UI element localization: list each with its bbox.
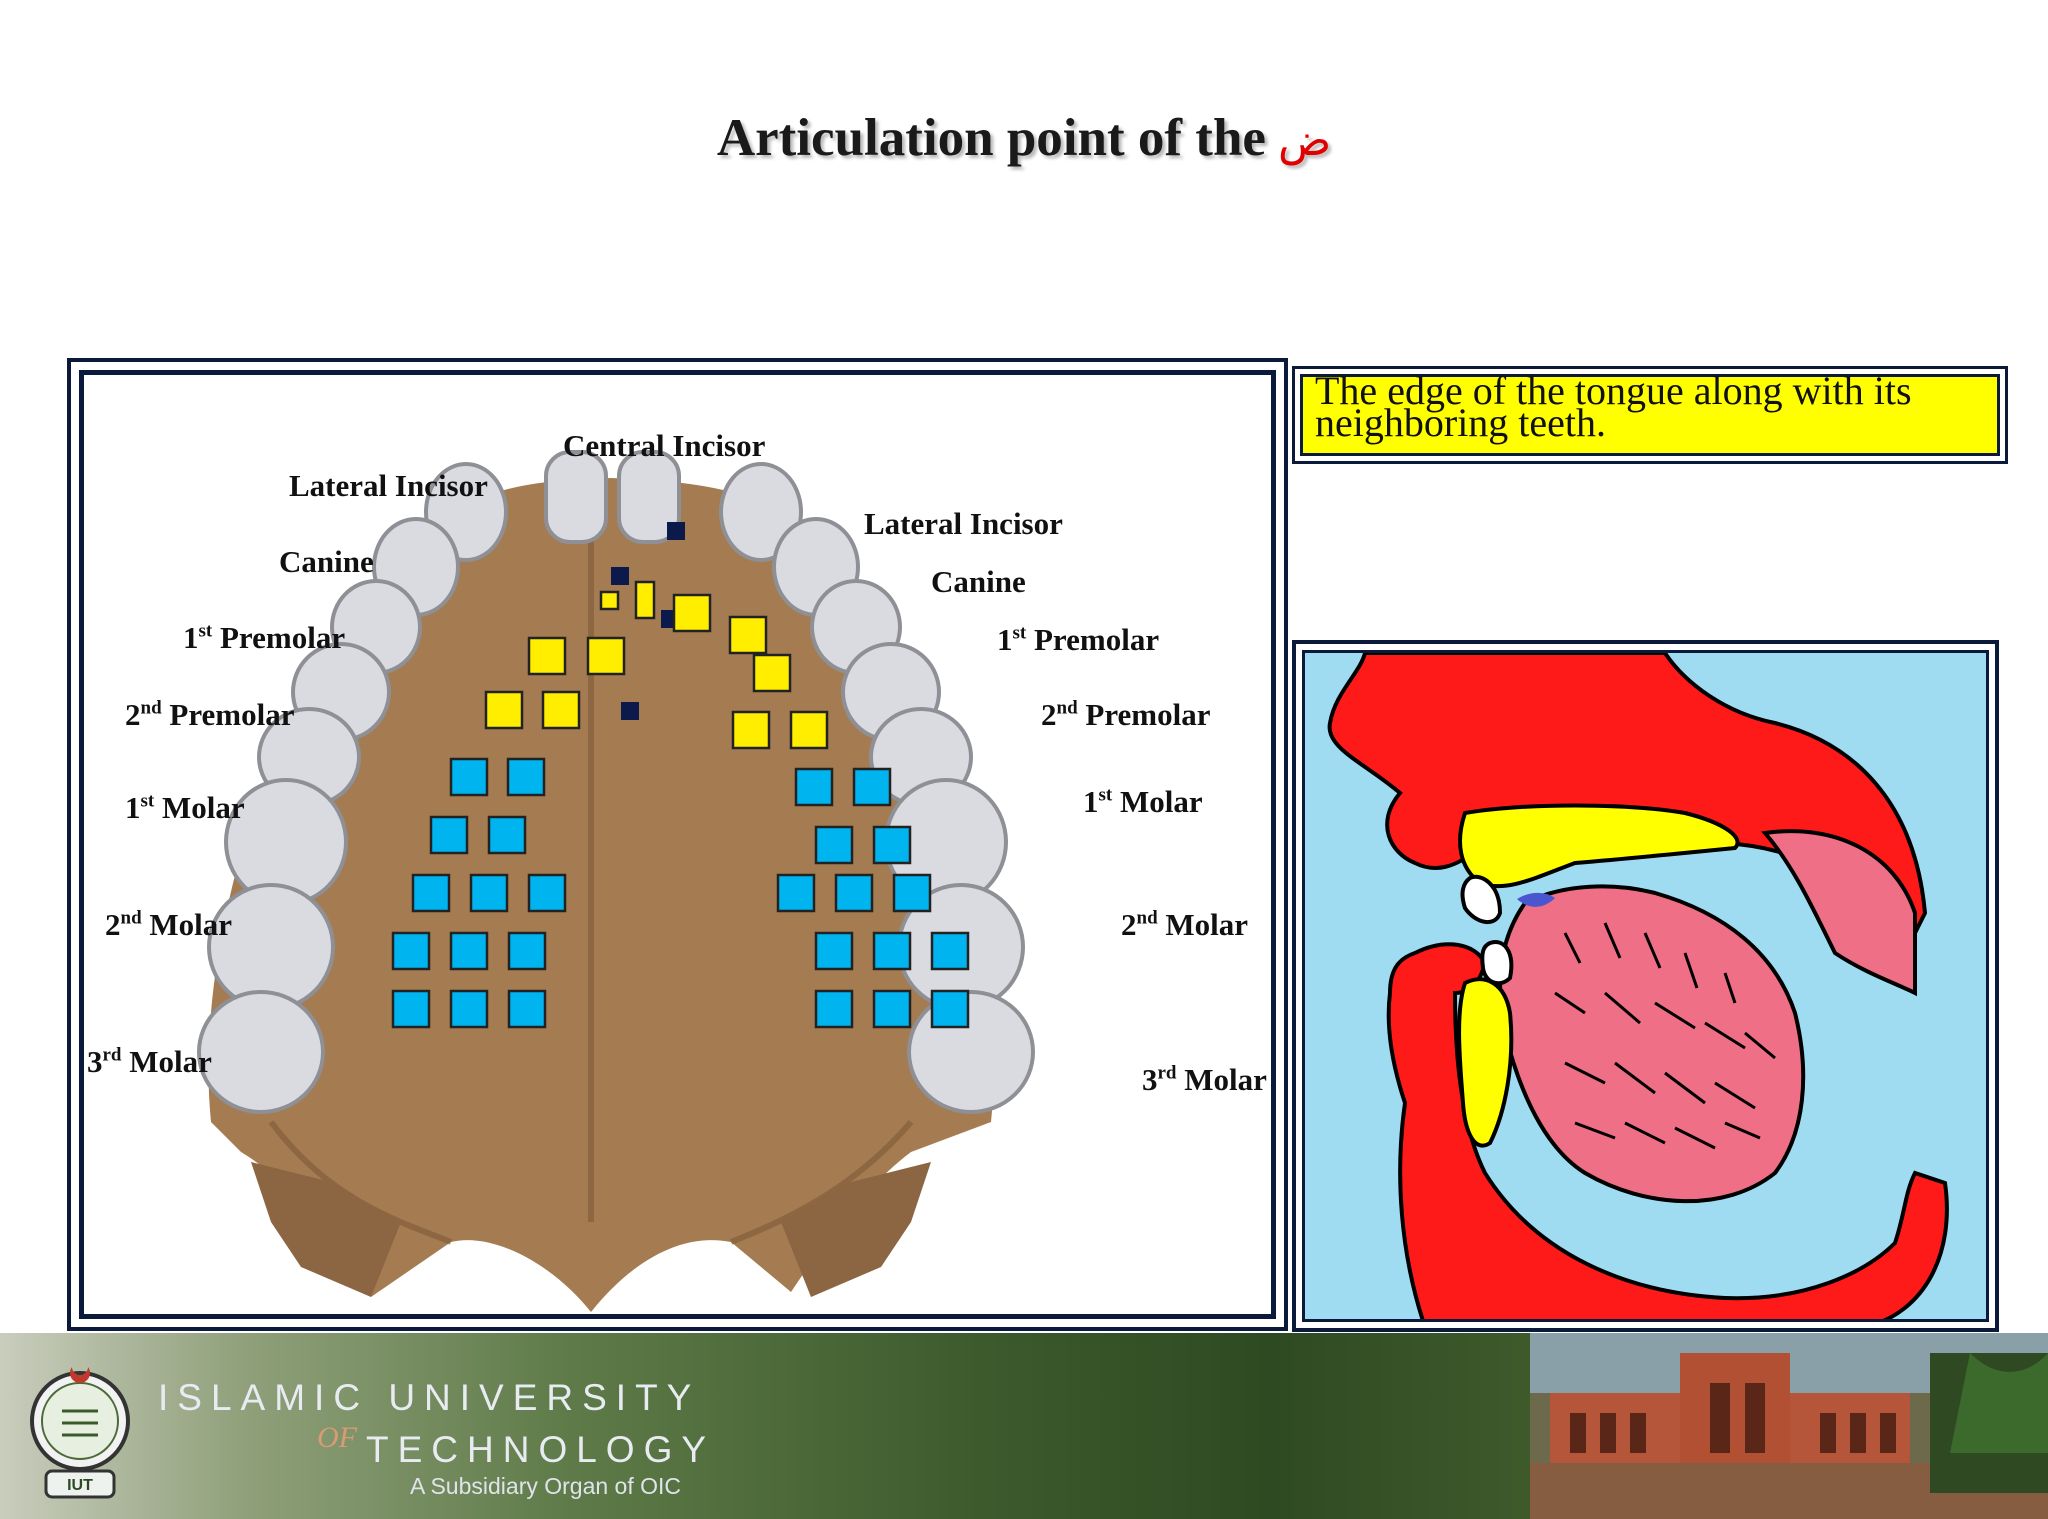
lower-jaw-and-lip — [1386, 942, 1949, 1319]
tooth-name: Molar — [1184, 1062, 1267, 1097]
footer-of: OF — [317, 1421, 357, 1454]
palate-bone — [208, 478, 995, 1312]
footer-university-line2: TECHNOLOGY — [366, 1429, 716, 1470]
tooth-name: Premolar — [219, 620, 346, 655]
ordinal: 3 — [87, 1044, 103, 1079]
ordinal-suffix: st — [1098, 784, 1113, 806]
ordinal-suffix: rd — [102, 1044, 122, 1066]
upper-incisor — [1460, 874, 1503, 924]
tooth-name: Premolar — [1085, 697, 1211, 732]
teeth-left-arch — [197, 462, 508, 1114]
ordinal: 1 — [125, 790, 141, 825]
label-1st-molar-left: 1st Molar — [125, 790, 245, 826]
label-2nd-molar-right: 2nd Molar — [1121, 907, 1248, 943]
palate-illustration — [197, 450, 1035, 1312]
palate-figure-frame: Central Incisor Lateral Incisor Lateral … — [67, 358, 1288, 1331]
tongue-muscle-lines — [1554, 922, 1776, 1150]
caption-text: The edge of the tongue along with its ne… — [1315, 368, 1912, 445]
ordinal-suffix: nd — [1056, 697, 1078, 719]
mouth-cross-section-illustration — [1305, 653, 1986, 1319]
footer-subsidiary-line: A Subsidiary Organ of OIC — [410, 1473, 682, 1499]
label-1st-premolar-right: 1st Premolar — [997, 622, 1159, 658]
label-lateral-incisor-right: Lateral Incisor — [864, 506, 1063, 541]
lower-gum — [1457, 977, 1514, 1148]
ordinal: 3 — [1142, 1062, 1158, 1097]
ordinal-suffix: st — [140, 790, 155, 812]
label-2nd-molar-left: 2nd Molar — [105, 907, 232, 943]
label-canine-right: Canine — [931, 564, 1026, 599]
label-lateral-incisor-left: Lateral Incisor — [289, 468, 488, 503]
ordinal-suffix: nd — [1136, 907, 1158, 929]
ordinal-suffix: nd — [120, 907, 142, 929]
tooth-name: Molar — [149, 907, 233, 942]
blue-markers-right — [776, 767, 970, 1029]
yellow-markers — [484, 580, 829, 750]
palate-bone-wing-left — [251, 1162, 401, 1297]
ordinal-suffix: st — [1012, 622, 1027, 644]
palate-figure-inner-border — [79, 370, 1276, 1319]
ordinal: 2 — [1041, 697, 1057, 732]
label-1st-molar-right: 1st Molar — [1083, 784, 1203, 820]
campus-photo — [1530, 1333, 2048, 1519]
ordinal-suffix: nd — [140, 697, 162, 719]
lower-incisor — [1480, 940, 1514, 986]
tooth-name: Molar — [161, 790, 245, 825]
tooth-name: Premolar — [1033, 622, 1160, 657]
label-3rd-molar-left: 3rd Molar — [87, 1044, 212, 1080]
title-arabic-letter: ض — [1277, 115, 1332, 166]
label-central-incisor: Central Incisor — [563, 428, 766, 463]
iut-logo: IUT — [30, 1367, 130, 1499]
ordinal: 1 — [997, 622, 1013, 657]
title-text: Articulation point of the — [716, 109, 1266, 167]
logo-badge-text: IUT — [67, 1477, 93, 1494]
footer-university-line1: ISLAMIC UNIVERSITY — [158, 1377, 701, 1418]
label-canine-left: Canine — [279, 544, 374, 579]
label-2nd-premolar-left: 2nd Premolar — [125, 697, 294, 733]
tooth-name: Molar — [129, 1044, 212, 1079]
tooth-name: Premolar — [169, 697, 295, 732]
mouth-diagram-frame — [1292, 640, 1999, 1332]
tooth-name: Molar — [1119, 784, 1203, 819]
palate-bone-wing-right — [781, 1162, 931, 1297]
ordinal: 2 — [105, 907, 121, 942]
soft-palate — [1761, 829, 1917, 997]
mouth-diagram-inner-border — [1302, 650, 1989, 1322]
ordinal-suffix: st — [198, 620, 213, 642]
ordinal: 1 — [183, 620, 199, 655]
tongue-tip-contact — [1517, 892, 1555, 907]
label-3rd-molar-right: 3rd Molar — [1142, 1062, 1267, 1098]
central-incisors — [544, 450, 681, 544]
ordinal-suffix: rd — [1157, 1062, 1177, 1084]
caption-box: The edge of the tongue along with its ne… — [1292, 366, 2008, 464]
tooth-name: Molar — [1165, 907, 1249, 942]
label-1st-premolar-left: 1st Premolar — [183, 620, 345, 656]
ordinal: 2 — [125, 697, 141, 732]
ordinal: 2 — [1121, 907, 1137, 942]
ordinal: 1 — [1083, 784, 1099, 819]
label-2nd-premolar-right: 2nd Premolar — [1041, 697, 1210, 733]
blue-markers-left — [391, 757, 567, 1029]
university-footer-banner: IUT ISLAMIC UNIVERSITY OF TECHNOLOGY A S… — [0, 1333, 2048, 1519]
caption-box-inner — [1300, 374, 2000, 456]
